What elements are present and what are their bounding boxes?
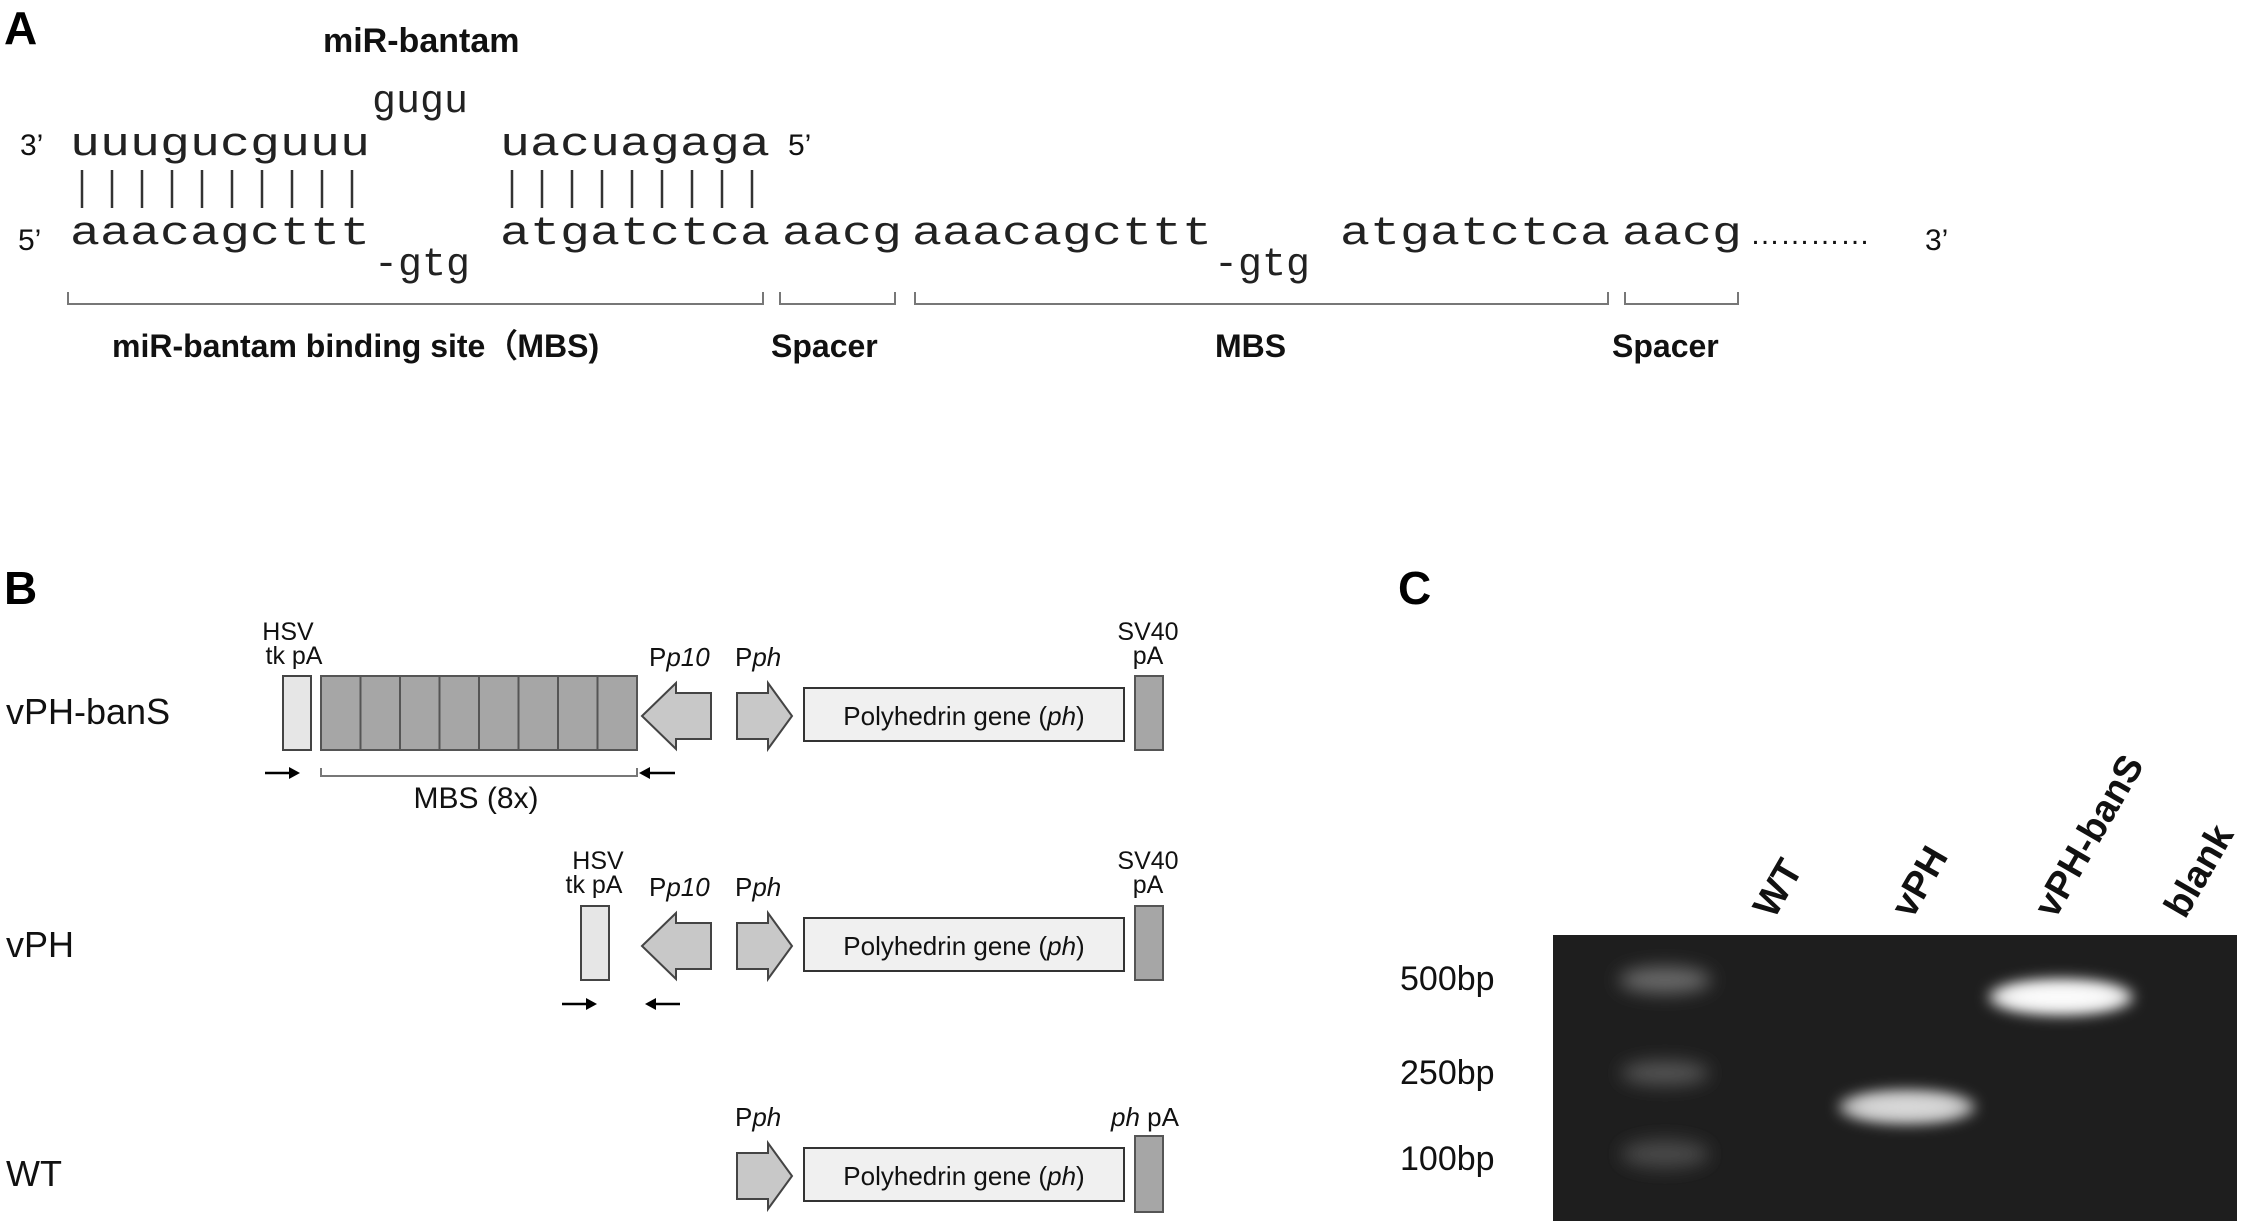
- bulge-sequence: -gtg: [374, 243, 470, 288]
- construct-vph-bans: HSV tk pA Pp10 Pph Polyhedrin gene (ph) …: [262, 618, 1178, 815]
- mbs-repeat: [478, 675, 520, 751]
- forward-primer-arrow: [265, 767, 300, 779]
- ph-pa-box: [1134, 1135, 1164, 1213]
- mbs-repeat: [596, 675, 638, 751]
- polyhedrin-gene-label-3: Polyhedrin gene (ph): [843, 1161, 1084, 1191]
- mbs2-sequence-2: atgatctca: [1340, 212, 1610, 257]
- polyhedrin-gene-box-2: [803, 917, 1125, 972]
- target-sequence-1: aaacagcttt: [70, 212, 370, 257]
- bottom-prime-left: 5’: [18, 224, 41, 257]
- mbs-repeat: [557, 675, 599, 751]
- sv40-label: SV40: [1117, 618, 1178, 646]
- base-pairs-1: [80, 170, 354, 208]
- construct-name-wt: WT: [6, 1153, 62, 1194]
- mirna-name: miR-bantam: [323, 22, 519, 60]
- polyhedrin-gene-label-2: Polyhedrin gene (ph): [843, 931, 1084, 961]
- spacer-label: Spacer: [771, 328, 878, 364]
- sv40-label-2: SV40: [1117, 847, 1178, 875]
- panel-c: C WT vPH vPH-banS blank 500bp 250bp 100b…: [1398, 562, 2243, 1221]
- ph-label-p: Pph: [735, 642, 781, 672]
- mbs-repeat: [438, 675, 480, 751]
- polyhedrin-gene-box: [803, 687, 1125, 742]
- sv40-pa-box-2: [1134, 905, 1164, 981]
- p10-promoter-arrow-2: [640, 910, 712, 982]
- ladder-band-500bp: [1619, 967, 1711, 993]
- hsv-tk-pa-box-2: [580, 905, 610, 981]
- mbs-repeat-block: [320, 675, 638, 751]
- loop-sequence: gugu: [372, 80, 468, 125]
- hsv-label: HSV: [262, 618, 314, 646]
- ladder-band-100bp: [1621, 1140, 1709, 1168]
- spacer2-bracket: [1624, 292, 1739, 305]
- sv40-pa-label: pA: [1133, 642, 1164, 670]
- ph-promoter-arrow-2: [736, 909, 794, 983]
- ph-label-2: Pph: [735, 872, 781, 902]
- p10-label-p: Pp10: [649, 642, 710, 672]
- hsv-tk-pa-box: [282, 675, 312, 751]
- band-vph-core: [1855, 1098, 1959, 1116]
- mbs2-bulge-sequence: -gtg: [1214, 243, 1310, 288]
- mbs2-sequence-1: aaacagcttt: [912, 212, 1212, 257]
- mbs-full-label: miR-bantam binding site（MBS): [112, 328, 599, 364]
- panel-b: B vPH-banS vPH WT HSV tk pA Pp10 Pph Pol…: [4, 562, 1180, 1213]
- p10-label-2: Pp10: [649, 872, 710, 902]
- polyhedrin-gene-label: Polyhedrin gene (ph): [843, 701, 1084, 731]
- mbs-bracket: [67, 292, 764, 305]
- ph-promoter-arrow-3: [736, 1139, 794, 1213]
- mbs2-bracket: [914, 292, 1609, 305]
- base-pairs-2: [510, 170, 754, 208]
- top-prime-left: 3’: [20, 129, 43, 162]
- construct-name-vph: vPH: [6, 924, 74, 965]
- mirna-sequence-1: uuugucguuu: [70, 123, 370, 168]
- spacer2-label: Spacer: [1612, 328, 1719, 364]
- mbs-repeat: [399, 675, 441, 751]
- mbs-8x-label: MBS (8x): [413, 782, 538, 815]
- mbs-repeat: [320, 675, 362, 751]
- construct-vph: HSV tk pA Pp10 Pph Polyhedrin gene (ph) …: [562, 847, 1179, 1010]
- panel-a: A miR-bantam gugu 3’ uuugucguuu uacuagag…: [4, 2, 1948, 364]
- lane-label-vph-bans: vPH-banS: [2026, 748, 2152, 924]
- panel-c-letter: C: [1398, 562, 1431, 614]
- band-vph-bans-core: [2005, 988, 2117, 1006]
- top-prime-right: 5’: [788, 129, 811, 162]
- ladder-label-500bp: 500bp: [1400, 960, 1495, 998]
- lane-label-vph: vPH: [1883, 839, 1956, 924]
- spacer2-sequence: aacg: [1622, 212, 1742, 257]
- polyhedrin-gene-box-3: [803, 1147, 1125, 1202]
- mirna-sequence-2: uacuagaga: [500, 123, 770, 168]
- forward-primer-arrow-2: [562, 998, 597, 1010]
- ladder-label-100bp: 100bp: [1400, 1140, 1495, 1178]
- construct-wt: Pph Polyhedrin gene (ph) ph pA: [735, 1102, 1180, 1213]
- lane-label-blank: blank: [2156, 817, 2242, 925]
- hsv-label-2: HSV: [572, 847, 624, 875]
- bottom-prime-right: 3’: [1925, 224, 1948, 257]
- target-sequence-2: atgatctca: [500, 212, 770, 257]
- mbs-label: MBS: [1215, 328, 1286, 364]
- mbs-8x-bracket: [320, 768, 638, 777]
- ph-promoter-arrow: [736, 679, 794, 753]
- panel-b-letter: B: [4, 562, 37, 614]
- construct-name-vph-bans: vPH-banS: [6, 691, 170, 732]
- mbs-repeat: [359, 675, 401, 751]
- reverse-primer-arrow-2: [645, 998, 680, 1010]
- tk-pa-label: tk pA: [266, 642, 323, 670]
- spacer-sequence: aacg: [782, 212, 902, 257]
- continuation-dots: …………: [1750, 218, 1870, 251]
- tk-pa-label-2: tk pA: [566, 871, 623, 899]
- ladder-label-250bp: 250bp: [1400, 1054, 1495, 1092]
- ph-pa-label: ph pA: [1110, 1102, 1180, 1132]
- panel-a-letter: A: [4, 2, 37, 54]
- lane-label-wt: WT: [1745, 852, 1811, 924]
- mbs-repeat: [517, 675, 559, 751]
- reverse-primer-arrow: [639, 767, 675, 779]
- spacer-bracket: [779, 292, 896, 305]
- p10-promoter-arrow: [640, 680, 712, 752]
- ladder-band-250bp: [1621, 1061, 1709, 1085]
- ph-label-3: Pph: [735, 1102, 781, 1132]
- sv40-pa-box: [1134, 675, 1164, 751]
- sv40-pa-label-2: pA: [1133, 871, 1164, 899]
